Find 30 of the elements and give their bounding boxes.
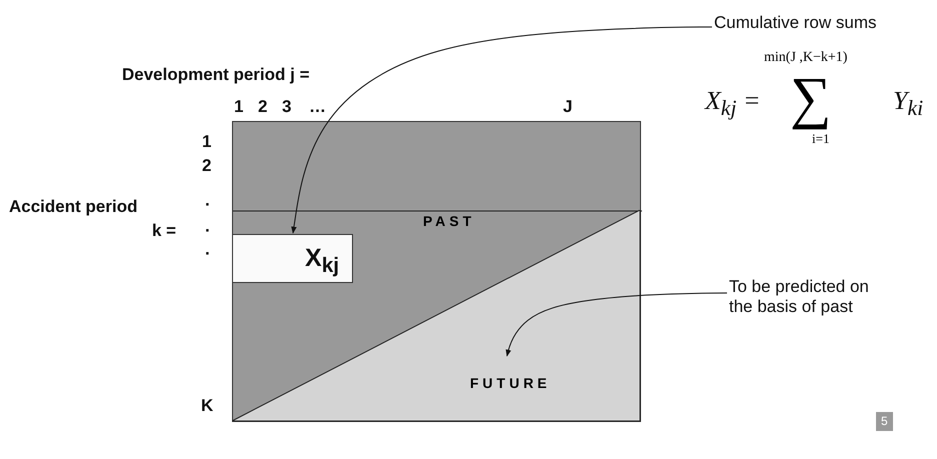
- tick-label: 1: [234, 98, 244, 117]
- formula-limit: i=1: [812, 132, 830, 146]
- tick-label: 1: [202, 133, 212, 152]
- callout-arrow: [291, 26, 712, 234]
- tick-label: ·: [205, 245, 211, 264]
- tick-label: ·: [205, 196, 211, 215]
- region-label: FUTURE: [470, 376, 551, 392]
- tick-label: J: [563, 98, 572, 117]
- tick-label: 3: [282, 98, 292, 117]
- tick-label: …: [309, 98, 326, 117]
- past-region: [232, 121, 641, 422]
- tick-label: ·: [205, 222, 211, 241]
- future-region: [232, 210, 641, 422]
- formula-limit: min(J ,K−k+1): [764, 50, 848, 66]
- tick-label: K: [201, 397, 214, 416]
- formula-term: Y$_{ki}$: [893, 87, 924, 122]
- cell-box: [232, 234, 353, 283]
- callout-text: To be predicted on the basis of past: [729, 277, 879, 347]
- axis-title: Accident period: [9, 198, 138, 217]
- axis-title: Development period j =: [122, 66, 310, 85]
- callout-text: Cumulative row sums: [714, 14, 924, 38]
- summation-sign: ∑: [790, 66, 832, 130]
- region-label: PAST: [423, 214, 476, 230]
- tick-label: 2: [202, 157, 212, 176]
- cell-symbol: X$_{kj}$: [305, 245, 340, 278]
- axis-title: k =: [152, 222, 176, 241]
- page-number: 5: [876, 412, 893, 432]
- callout-arrow: [506, 292, 728, 357]
- tick-label: 2: [258, 98, 268, 117]
- formula-term: X$_{kj}$ =: [705, 87, 761, 122]
